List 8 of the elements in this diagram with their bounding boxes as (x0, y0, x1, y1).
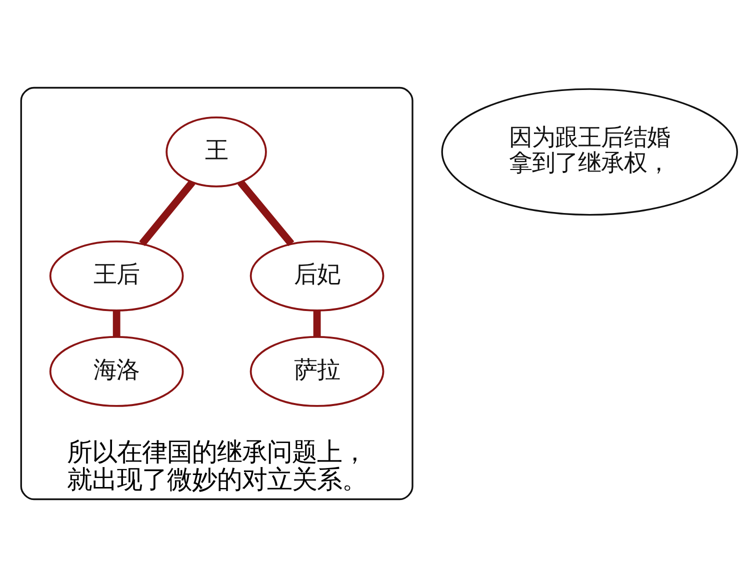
node-ellipse: 王后 (49, 240, 184, 311)
node-ellipse: 因为跟王后结婚拿到了继承权， (441, 88, 738, 216)
node-ellipse: 萨拉 (250, 335, 384, 406)
connector (139, 179, 196, 246)
connector (238, 179, 294, 246)
node-ellipse: 后妃 (250, 240, 384, 311)
node-ellipse: 海洛 (49, 335, 184, 406)
node-ellipse: 王 (166, 116, 267, 187)
